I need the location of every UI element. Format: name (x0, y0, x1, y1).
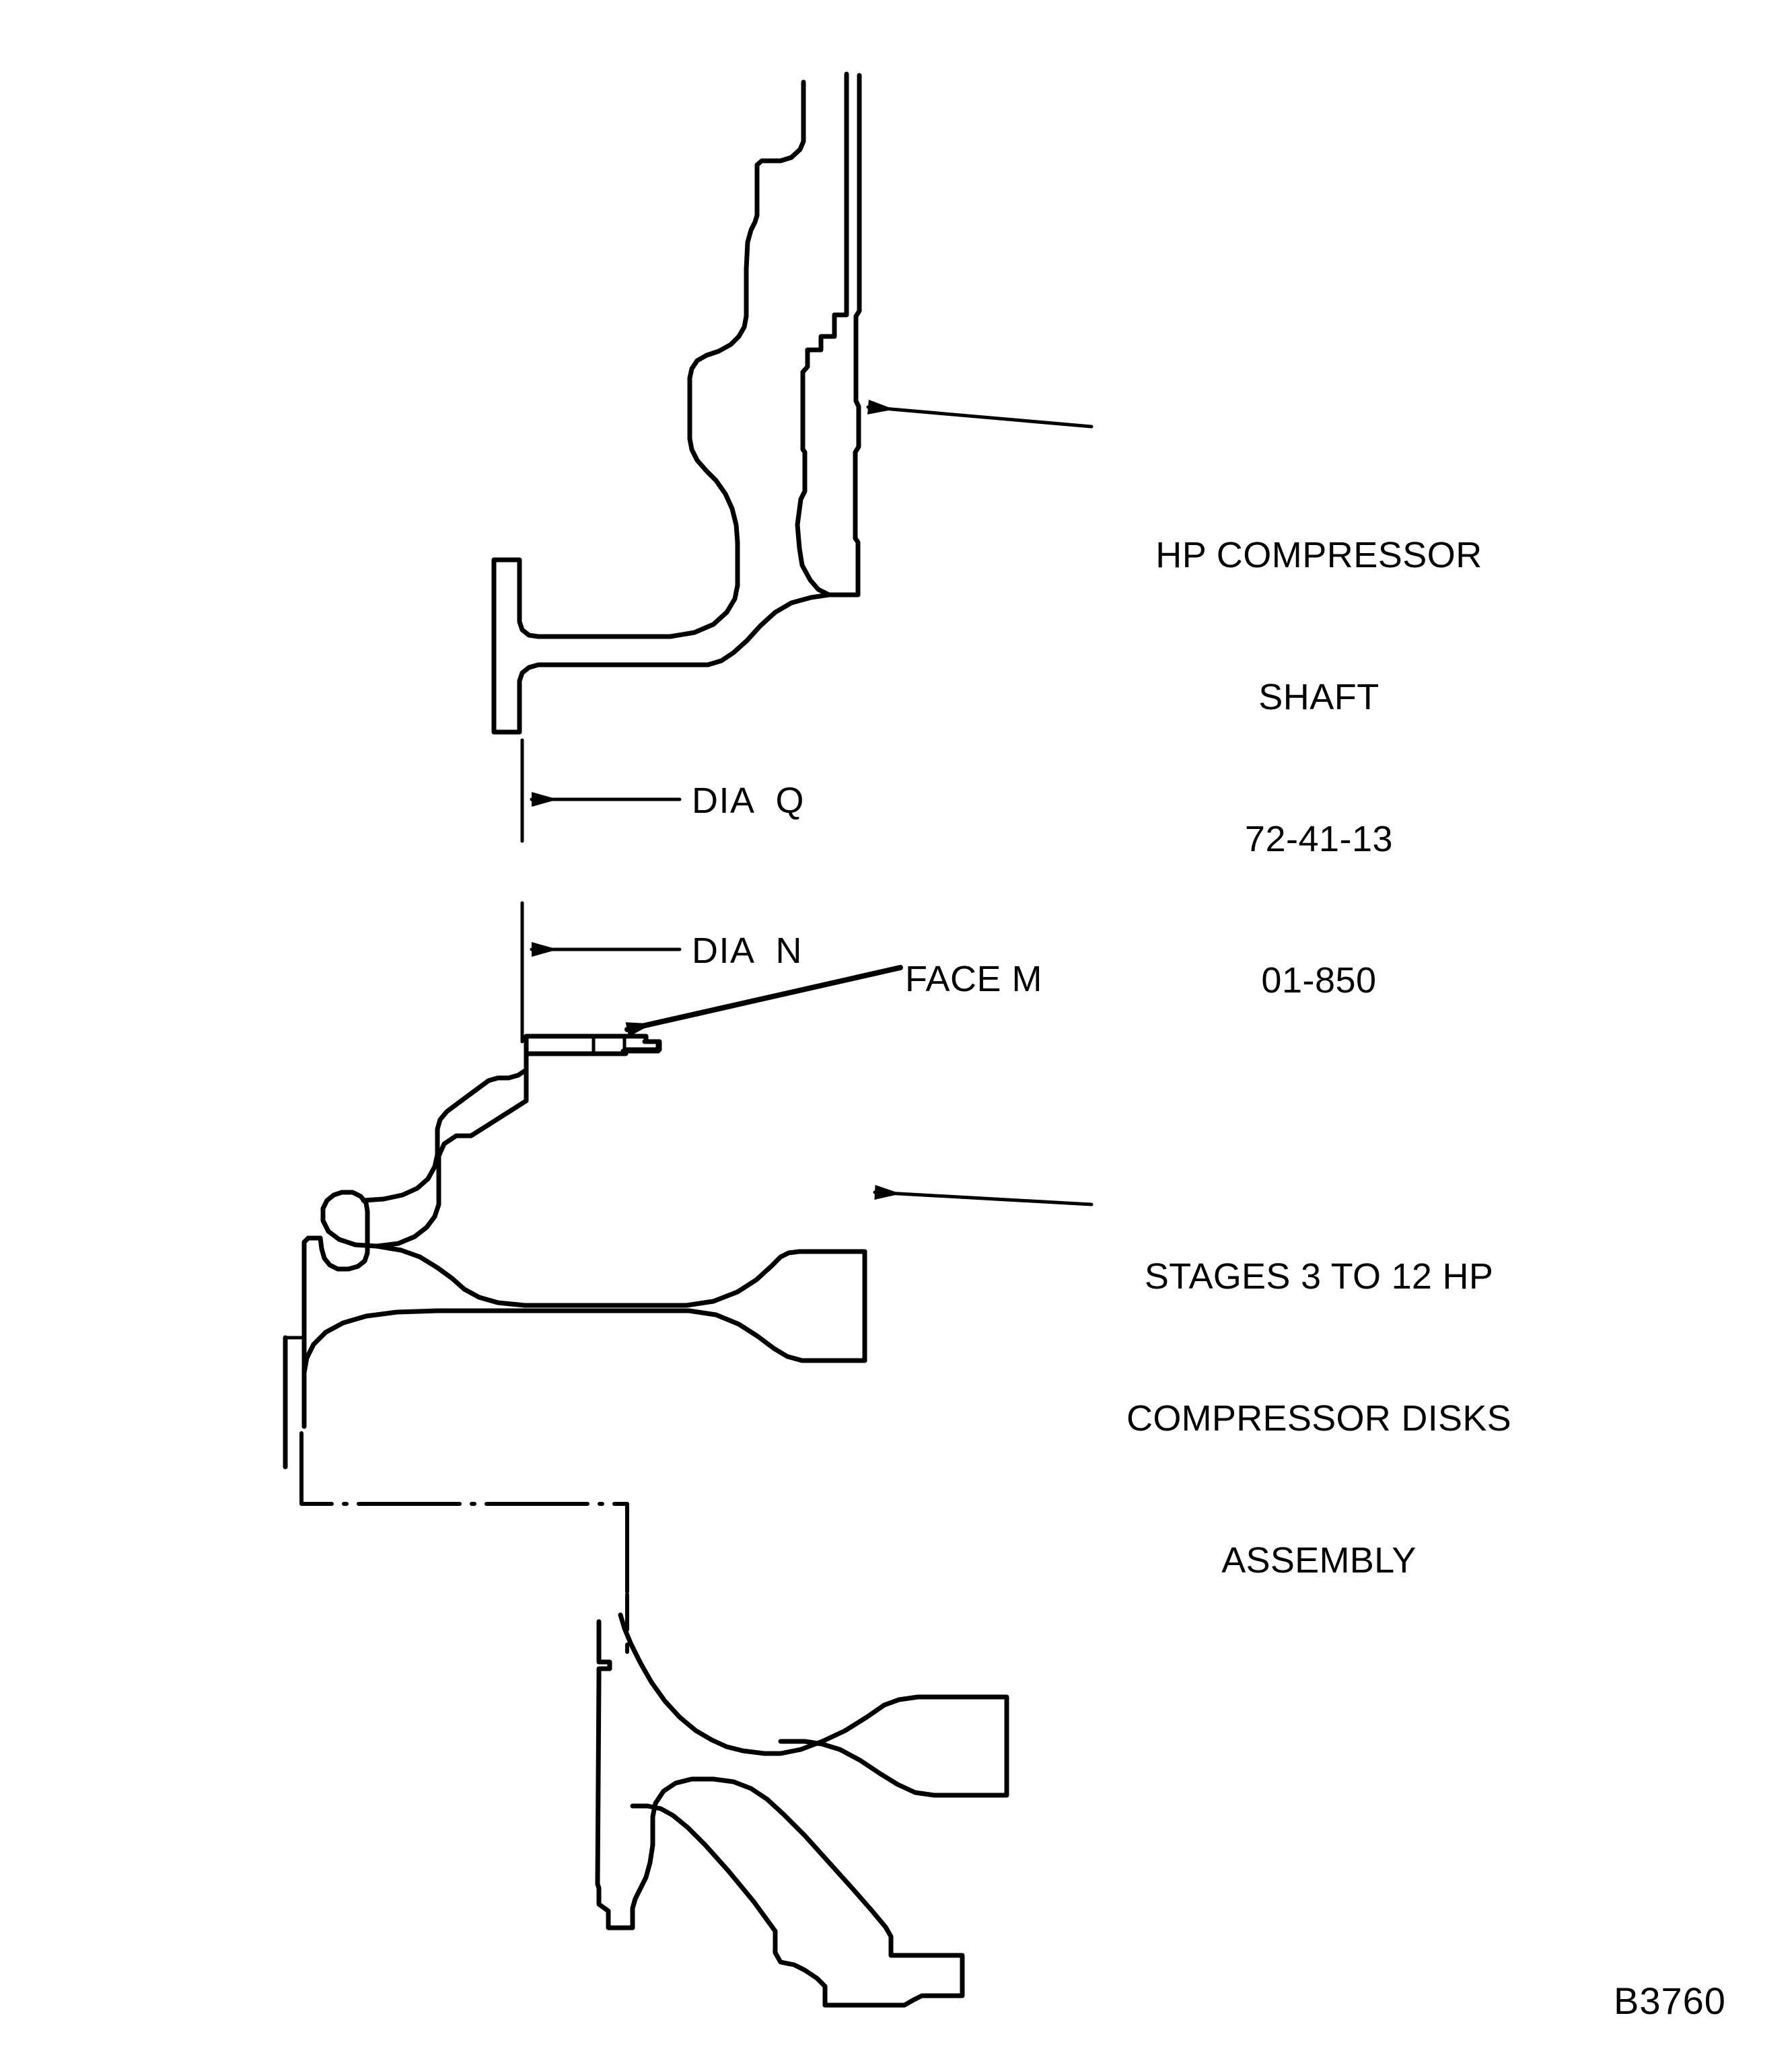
dia-q-label: DIA Q (692, 781, 805, 821)
section-break-step-line (299, 1431, 629, 1597)
hp-shaft-label-line-3: 72-41-13 (1244, 818, 1394, 859)
disks-assembly-leader-line (873, 1185, 1094, 1206)
disks-assembly-label-line-3: ASSEMBLY (1221, 1540, 1417, 1581)
disk-rim-block (797, 1249, 867, 1363)
shaft-outer-wall (795, 71, 862, 598)
lower-disk-web-upper (618, 1612, 1009, 1798)
disk-web-upper-surface (374, 1243, 867, 1308)
disk-web-lower-surface (301, 1308, 867, 1375)
shaft-inner-wall (687, 79, 806, 588)
hp-shaft-label-line-4: 01-850 (1261, 960, 1377, 1001)
disks-assembly-label: STAGES 3 TO 12 HP COMPRESSOR DISKS ASSEM… (1104, 1159, 1534, 1678)
shaft-lower-flange-top (491, 557, 832, 735)
face-m-flange (486, 1034, 662, 1083)
hp-shaft-label-line-2: SHAFT (1258, 676, 1379, 717)
disk-hub-firtree-left-edge (301, 1235, 323, 1375)
face-m-leader-line (624, 965, 903, 1037)
dia-n-label: DIA N (692, 931, 803, 971)
figure-reference-code: B3760 (1614, 1980, 1726, 2022)
face-m-flange-cap (620, 1039, 661, 1054)
hp-compressor-shaft-label: HP COMPRESSOR SHAFT 72-41-13 01-850 (1117, 437, 1521, 1099)
hp-shaft-leader-line (866, 400, 1094, 429)
disk-upper-web-outer (374, 1034, 529, 1249)
disks-assembly-label-line-2: COMPRESSOR DISKS (1126, 1398, 1511, 1439)
lower-disk-cone-arm-lower (630, 1803, 778, 1934)
lower-disk-cone-arm-upper (711, 1776, 965, 2008)
disks-assembly-label-line-1: STAGES 3 TO 12 HP (1144, 1256, 1494, 1297)
face-m-label: FACE M (905, 959, 1043, 999)
lower-disk-bore-wall (595, 1619, 716, 1930)
hp-shaft-label-line-1: HP COMPRESSOR (1155, 535, 1482, 576)
disk-upper-web-inner (361, 1078, 491, 1203)
disk-hub-firtree-outer (318, 1190, 380, 1272)
